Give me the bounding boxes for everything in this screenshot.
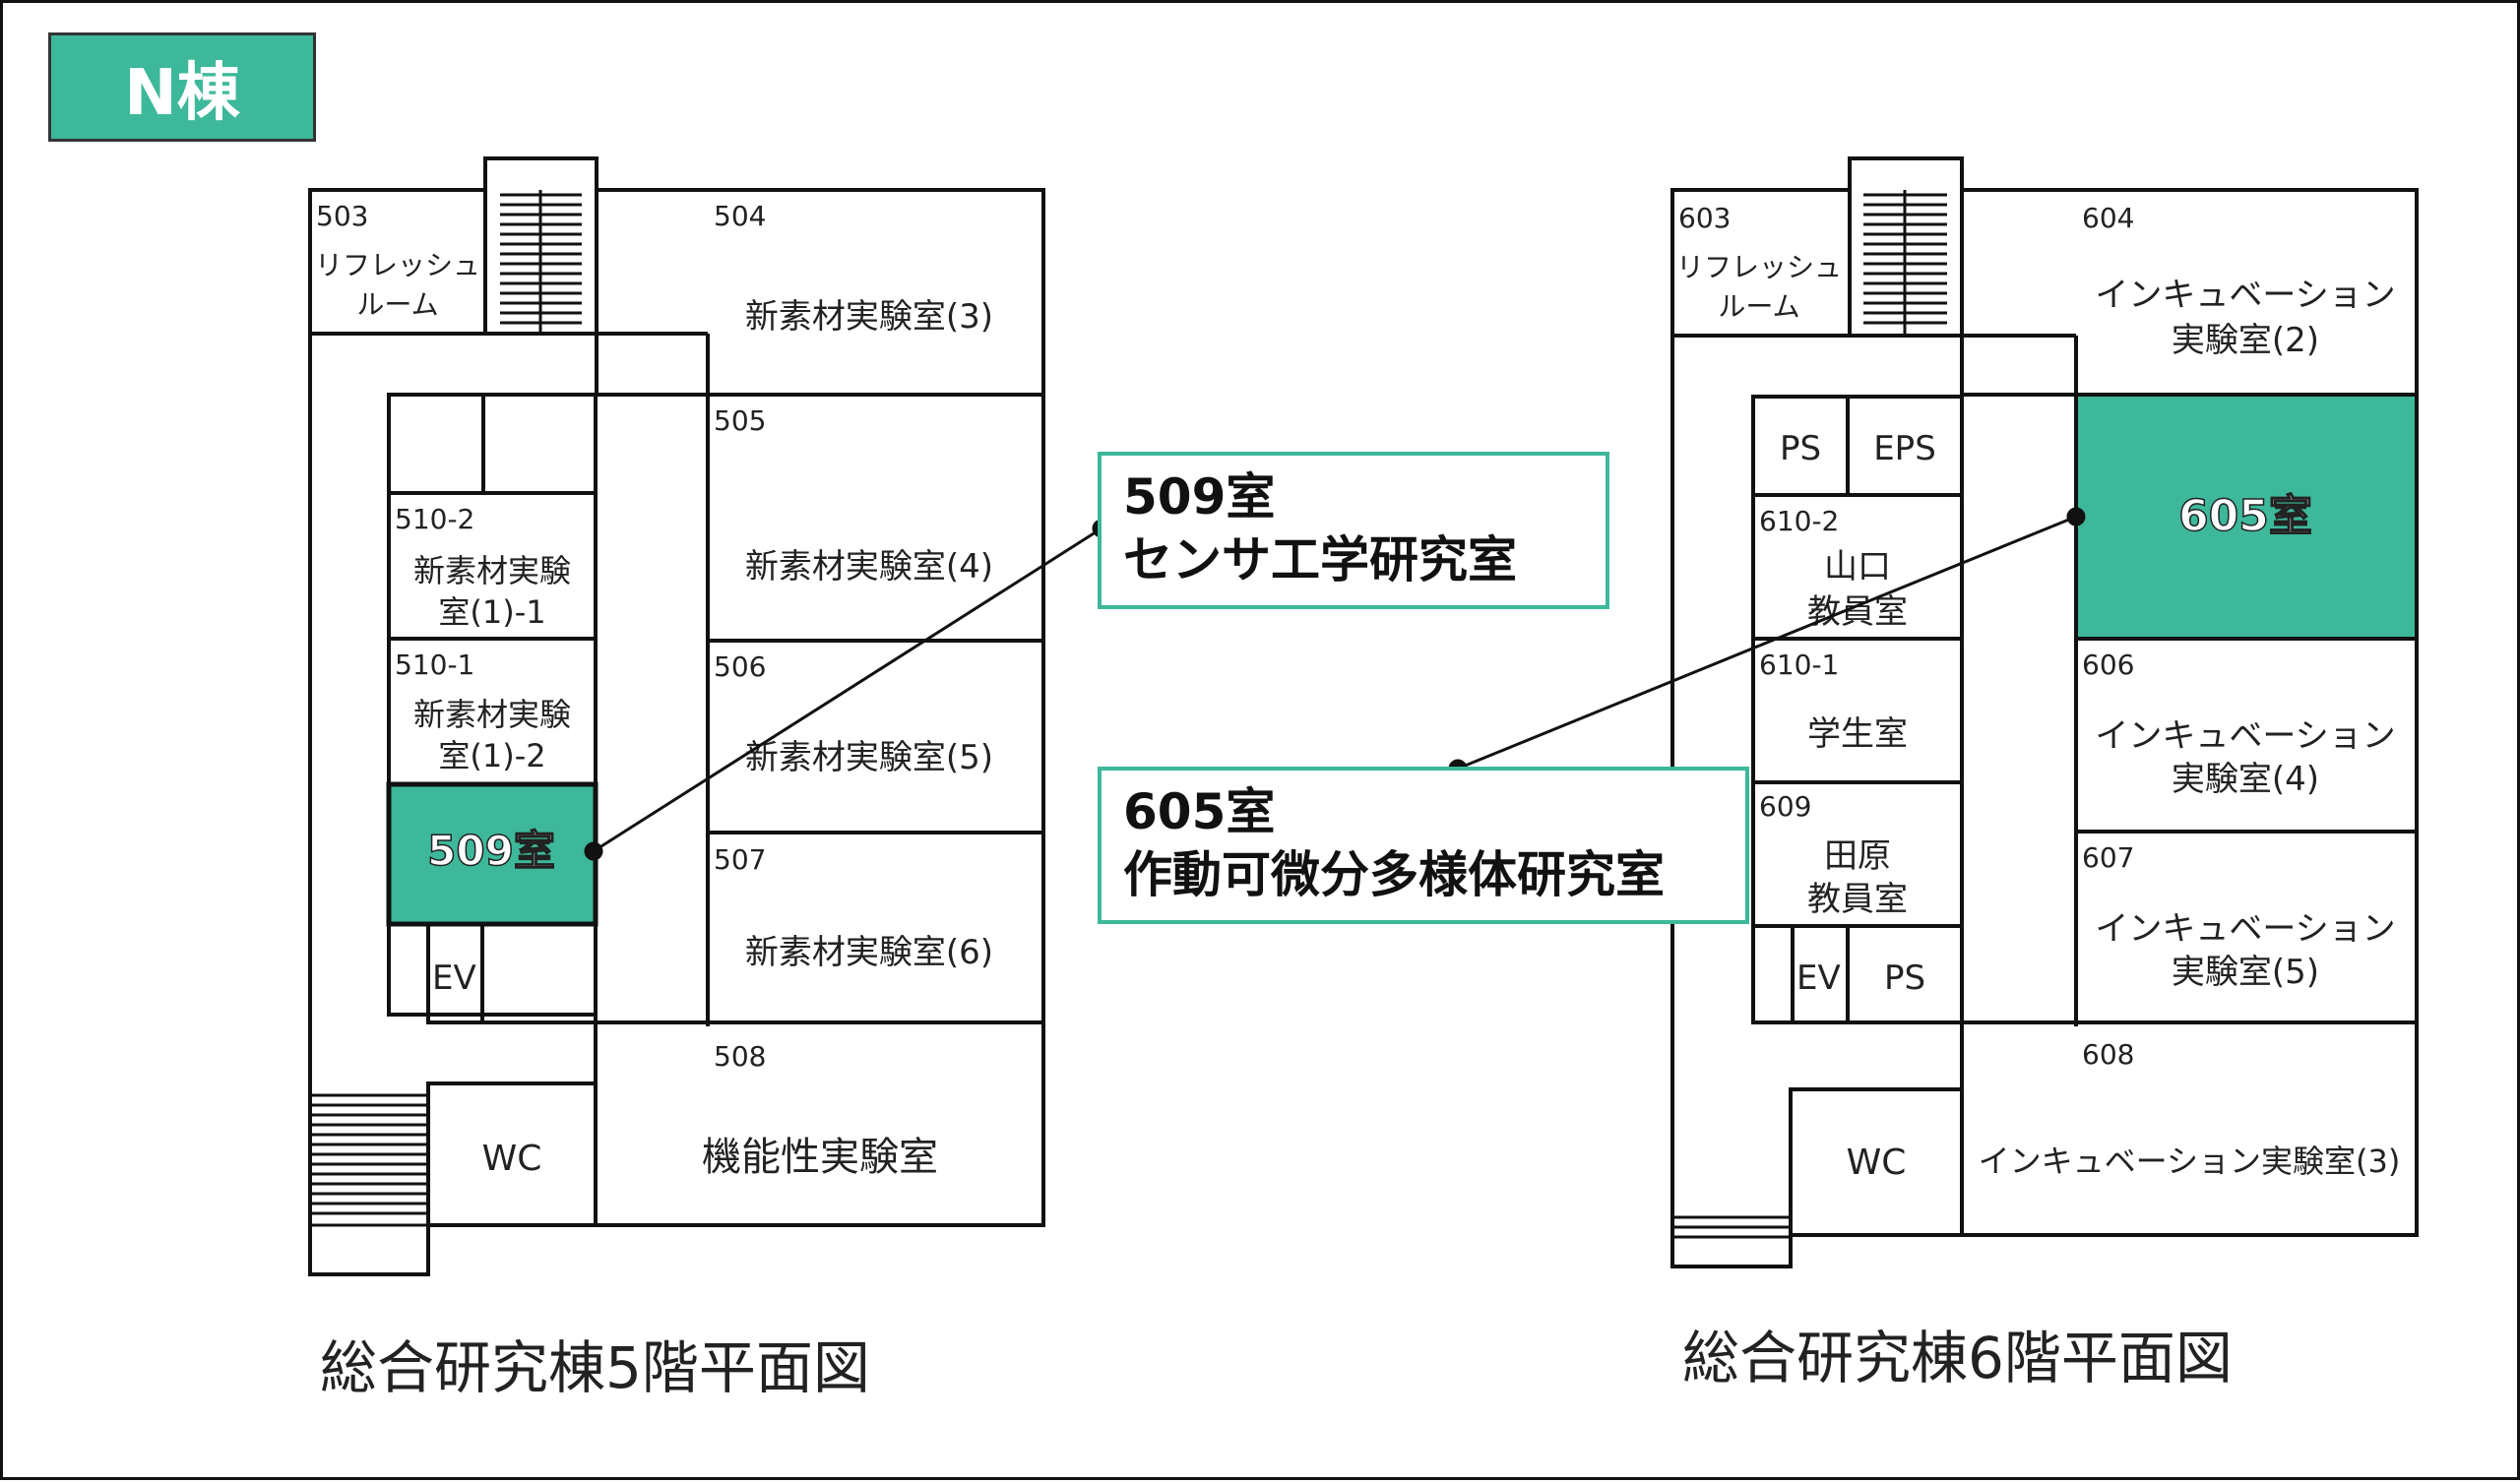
room-607-number: 607 xyxy=(2082,841,2134,874)
floor6-bottom-stair-steps xyxy=(1672,1215,1791,1239)
room-610-1-name: 学生室 xyxy=(1807,714,1908,754)
room-605-label: 605室 xyxy=(2178,491,2312,541)
room-503 xyxy=(308,188,487,336)
callout-605: 605室 作動可微分多様体研究室 xyxy=(1098,767,1749,924)
room-510-1-name-1: 新素材実験 xyxy=(413,696,571,733)
floor6-ev-area xyxy=(1791,924,1964,1024)
room-605-highlight xyxy=(2074,393,2419,641)
floor6-eps-label: EPS xyxy=(1873,429,1936,468)
room-505-name: 新素材実験室(4) xyxy=(745,547,993,587)
leader-line-509 xyxy=(593,526,1102,853)
floor6-ev-label: EV xyxy=(1796,958,1841,998)
floor6-wc-label: WC xyxy=(1847,1143,1907,1183)
room-603-name-1: リフレッシュ xyxy=(1676,251,1842,283)
building-badge: N棟 xyxy=(48,32,316,142)
room-603-number: 603 xyxy=(1678,202,1731,234)
floor6-plan xyxy=(1670,156,2419,1268)
callout-605-lab: 作動可微分多様体研究室 xyxy=(1123,846,1665,903)
room-610-2-name-2: 教員室 xyxy=(1807,592,1908,632)
room-507-name: 新素材実験室(6) xyxy=(745,933,993,972)
floor6-ps-bottom-label: PS xyxy=(1884,958,1925,998)
room-504-number: 504 xyxy=(714,200,766,232)
room-503-name-2: ルーム xyxy=(356,288,438,321)
callout-605-room: 605室 xyxy=(1123,783,1276,840)
room-603-name-2: ルーム xyxy=(1718,290,1799,323)
room-606-name-2: 実験室(4) xyxy=(2172,760,2319,799)
room-610-1-number: 610-1 xyxy=(1759,649,1839,681)
room-607-name-1: インキュベーション xyxy=(2095,909,2395,949)
room-603 xyxy=(1670,188,1852,338)
room-608 xyxy=(1960,1020,2419,1237)
floor5-plan xyxy=(308,156,1045,1276)
room-508-name: 機能性実験室 xyxy=(702,1135,938,1180)
floor6-core xyxy=(1751,395,1964,1024)
room-509-highlight xyxy=(386,781,598,927)
room-510-1-number: 510-1 xyxy=(395,649,474,681)
room-510-2-name-1: 新素材実験 xyxy=(413,552,571,589)
room-504 xyxy=(595,188,1045,397)
leader-line-605 xyxy=(1457,515,2077,771)
room-503-number: 503 xyxy=(316,200,368,232)
leader-dot-605-room xyxy=(2066,507,2086,526)
room-504-name: 新素材実験室(3) xyxy=(745,297,993,337)
floor5-bottom-stair-steps xyxy=(310,1093,428,1227)
room-608-number: 608 xyxy=(2082,1038,2134,1071)
floor5-labels: 503 リフレッシュ ルーム 504 新素材実験室(3) 505 新素材実験室(… xyxy=(315,200,993,1180)
room-506-name: 新素材実験室(5) xyxy=(745,738,993,777)
floor5-ev-label: EV xyxy=(432,958,476,998)
floor6-caption: 総合研究棟6階平面図 xyxy=(1682,1325,2233,1391)
room-610-2-number: 610-2 xyxy=(1759,505,1839,537)
floor5-wc-label: WC xyxy=(482,1139,542,1179)
room-510-1-name-2: 室(1)-2 xyxy=(438,737,545,774)
room-610-2-name-1: 山口 xyxy=(1824,547,1891,587)
leader-dot-509-room xyxy=(584,841,603,861)
floor6-top-stair-steps xyxy=(1863,190,1947,336)
room-609-name-2: 教員室 xyxy=(1807,880,1908,919)
room-505-number: 505 xyxy=(714,404,766,437)
room-506-number: 506 xyxy=(714,650,766,683)
callout-509-room: 509室 xyxy=(1123,468,1276,525)
room-607-name-2: 実験室(5) xyxy=(2172,953,2319,992)
room-604-name-2: 実験室(2) xyxy=(2172,321,2319,360)
room-508 xyxy=(594,1020,1045,1227)
room-508-number: 508 xyxy=(714,1040,766,1073)
room-606-name-1: インキュベーション xyxy=(2095,716,2395,756)
floor6-labels: 603 リフレッシュ ルーム 604 インキュベーション 実験室(2) 605室… xyxy=(1676,202,2400,1183)
floor6-ps-top-label: PS xyxy=(1780,429,1821,468)
room-510-2-number: 510-2 xyxy=(395,503,474,535)
floor-plans: 503 リフレッシュ ルーム 504 新素材実験室(3) 505 新素材実験室(… xyxy=(308,156,2419,1276)
room-606-number: 606 xyxy=(2082,649,2134,681)
floor5-caption: 総合研究棟5階平面図 xyxy=(320,1334,870,1401)
room-608-name: インキュベーション実験室(3) xyxy=(1979,1143,2401,1180)
room-509-label: 509室 xyxy=(427,827,555,875)
room-507-number: 507 xyxy=(714,843,766,876)
floor5-top-stair-steps xyxy=(500,190,582,334)
callout-509-lab: センサ工学研究室 xyxy=(1123,531,1517,588)
floor5-ev-area xyxy=(426,922,598,1024)
room-510-2-name-2: 室(1)-1 xyxy=(438,593,545,631)
room-604-name-1: インキュベーション xyxy=(2095,276,2395,315)
room-503-name-1: リフレッシュ xyxy=(315,249,480,281)
room-604-number: 604 xyxy=(2082,202,2134,234)
room-609-name-1: 田原 xyxy=(1824,836,1891,876)
room-609-number: 609 xyxy=(1759,790,1811,823)
callout-509: 509室 センサ工学研究室 xyxy=(1098,452,1609,609)
